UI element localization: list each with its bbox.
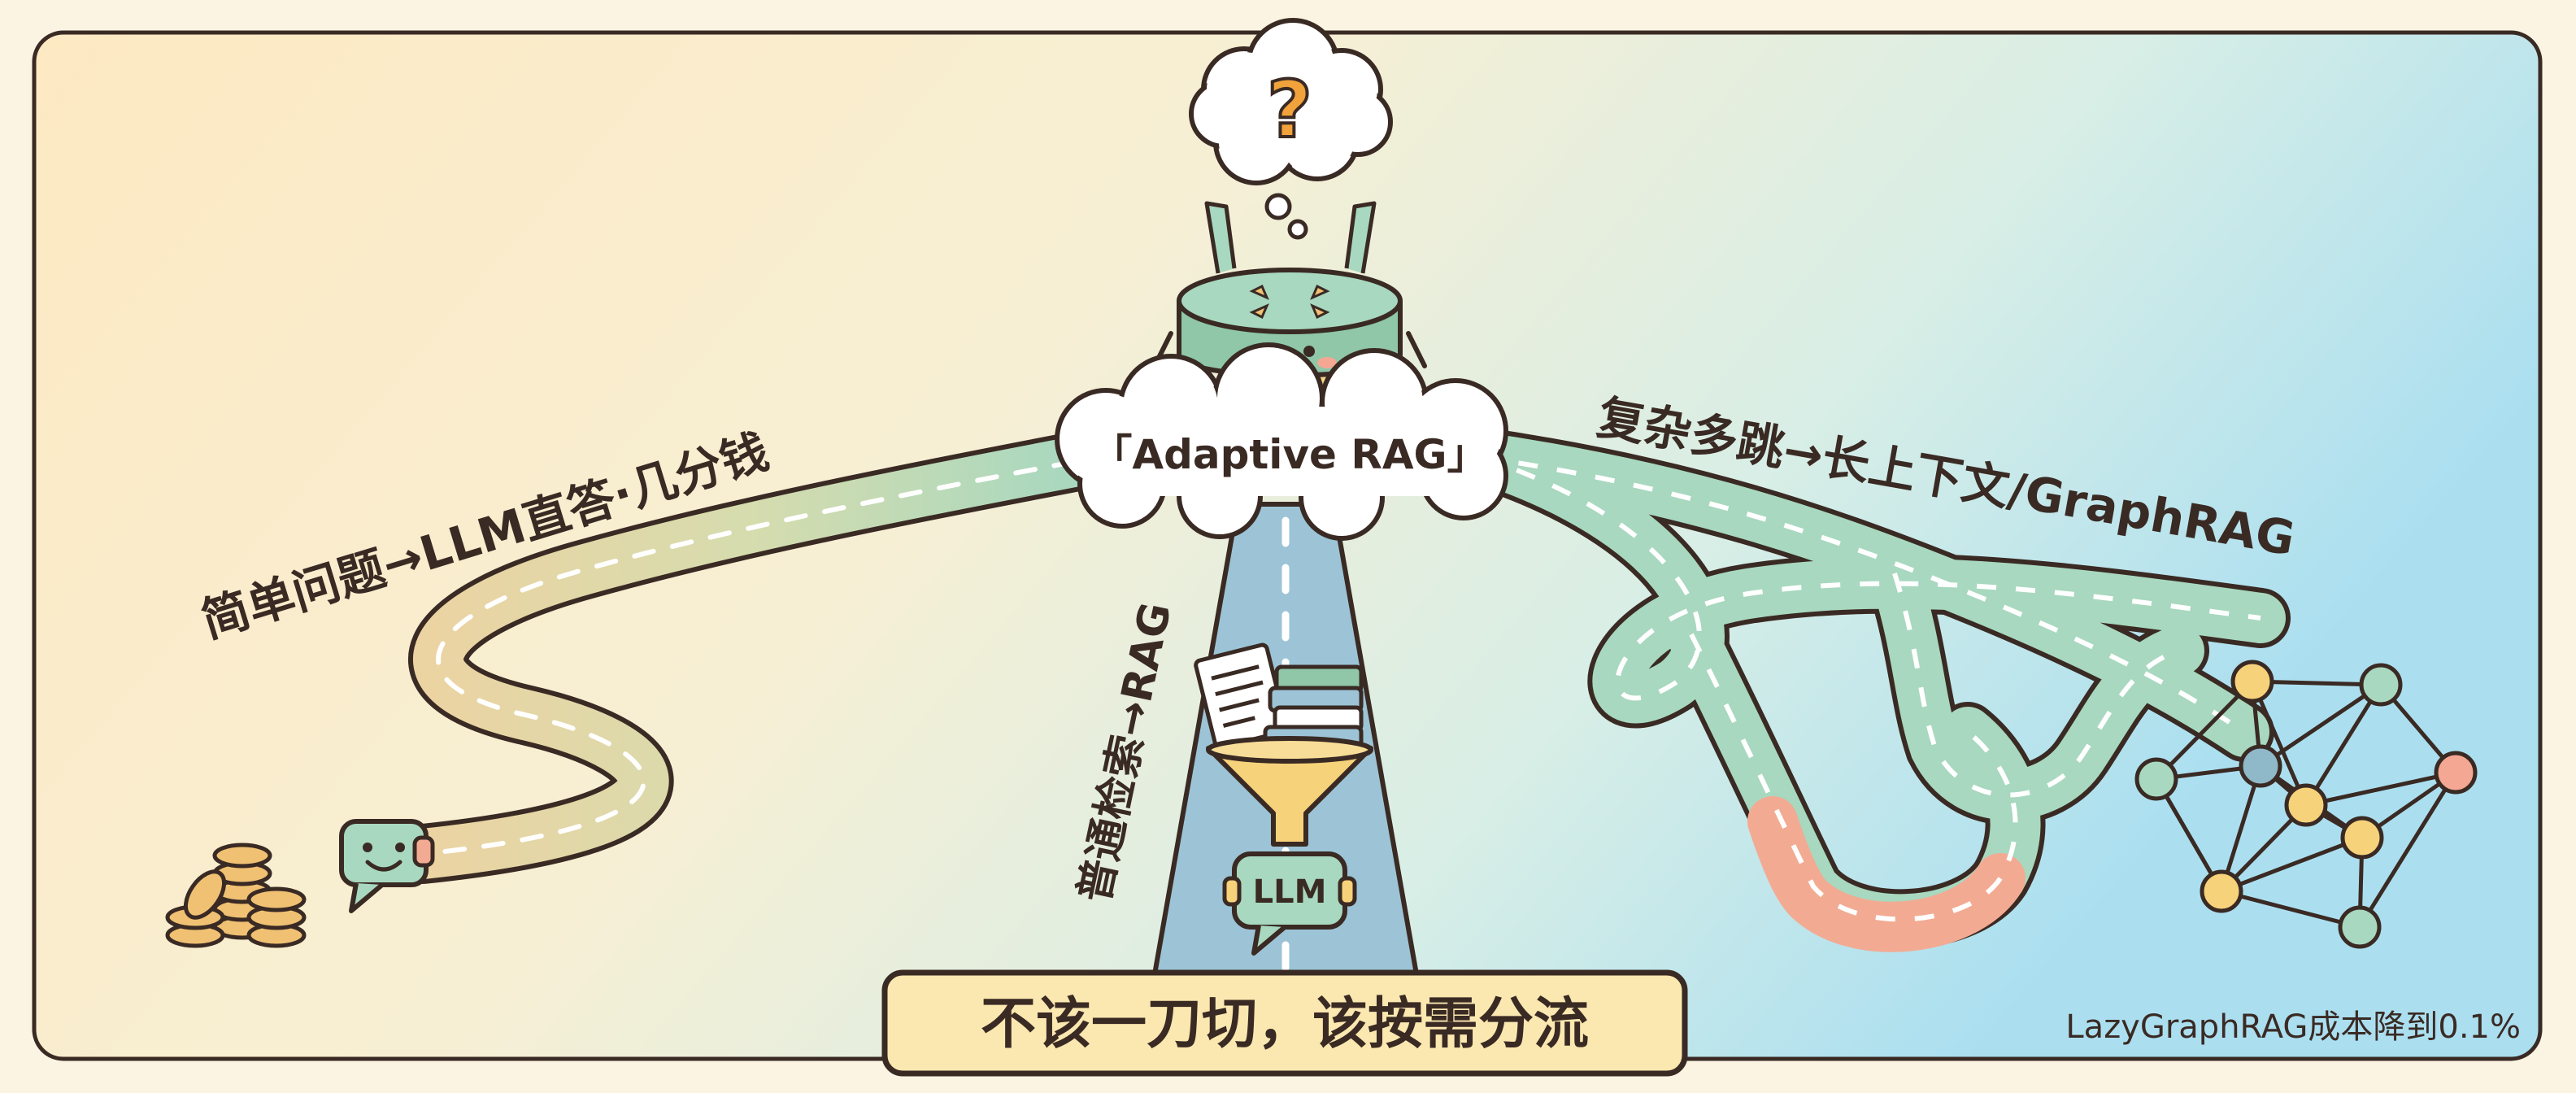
footnote-text: LazyGraphRAG成本降到0.1% bbox=[2065, 1008, 2521, 1046]
graph-node bbox=[2338, 905, 2382, 949]
graph-edge bbox=[2304, 683, 2383, 807]
graph-node bbox=[2284, 783, 2328, 827]
coin bbox=[183, 869, 227, 920]
smile-chat-icon bbox=[339, 819, 435, 913]
llm-chat-icon: LLM bbox=[1222, 851, 1357, 956]
graph-edge bbox=[2219, 765, 2263, 892]
graph-node bbox=[2340, 816, 2384, 860]
left-road bbox=[393, 432, 1103, 884]
adaptive-rag-cloud: 「Adaptive RAG」 bbox=[1055, 342, 1508, 541]
graph-node bbox=[2200, 869, 2243, 913]
graph-edge bbox=[2305, 770, 2456, 808]
graph-edge bbox=[2154, 777, 2224, 893]
llm-badge-label: LLM bbox=[1253, 873, 1327, 911]
question-mark-label: ? bbox=[1267, 64, 1312, 155]
graph-edge bbox=[2221, 889, 2361, 930]
graph-node bbox=[2359, 663, 2403, 707]
graph-edge bbox=[2221, 835, 2363, 894]
graph-node bbox=[2434, 751, 2478, 795]
graph-edge bbox=[2259, 682, 2382, 769]
graph-node bbox=[2230, 660, 2274, 703]
knowledge-graph-icon bbox=[2134, 660, 2478, 949]
graph-edge bbox=[2250, 681, 2308, 806]
right-road-network bbox=[1480, 457, 2261, 952]
graph-node bbox=[2239, 744, 2282, 788]
coin bbox=[246, 886, 307, 912]
center-label: 「Adaptive RAG」 bbox=[1091, 431, 1487, 478]
funnel-icon bbox=[1206, 736, 1373, 847]
graph-edge bbox=[2357, 771, 2458, 929]
bottom-banner-text: 不该一刀切，该按需分流 bbox=[981, 992, 1589, 1056]
thought-cloud-icon: ? bbox=[1189, 18, 1393, 240]
coin-stack-icon bbox=[165, 843, 307, 948]
bottom-banner: 不该一刀切，该按需分流 bbox=[881, 969, 1688, 1077]
graph-edge bbox=[2155, 680, 2254, 781]
coin bbox=[212, 843, 272, 869]
graph-node bbox=[2134, 757, 2178, 801]
